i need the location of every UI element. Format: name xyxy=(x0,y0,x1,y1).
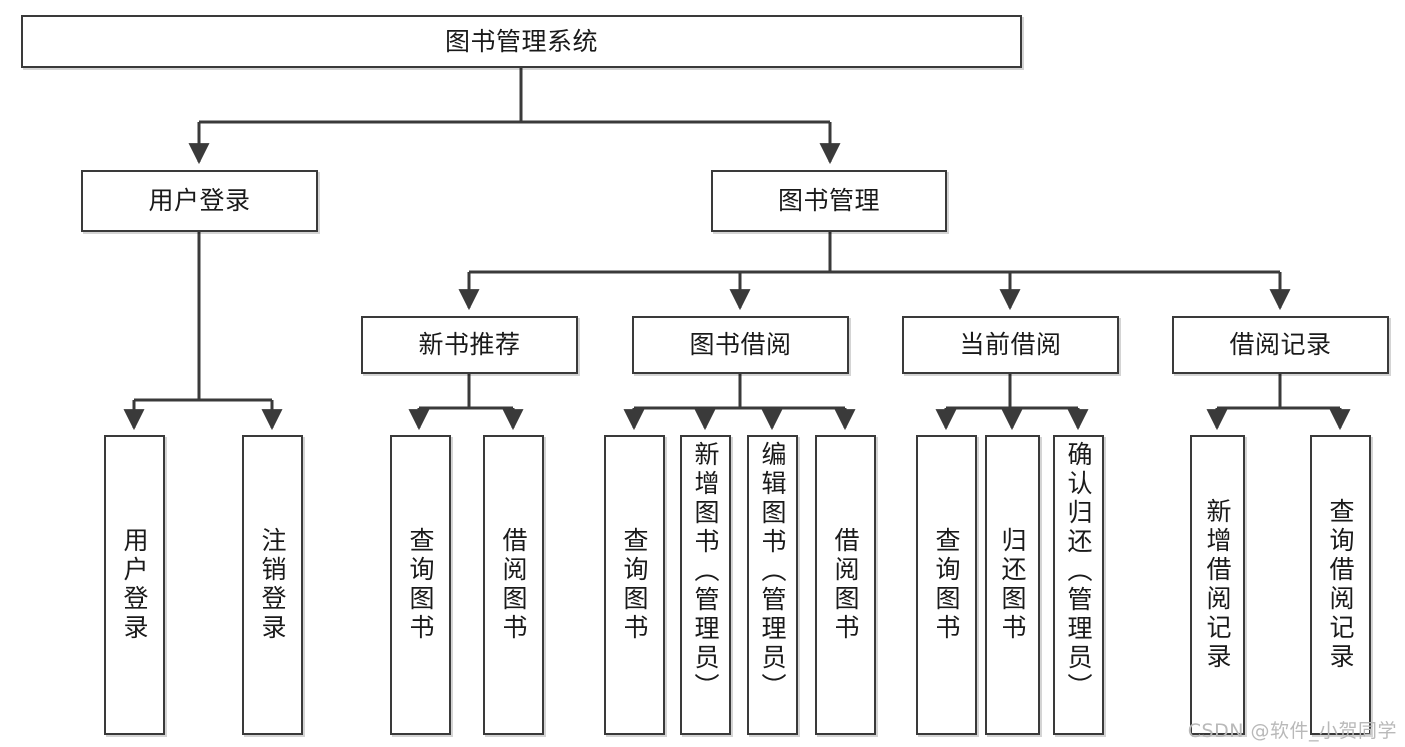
node-leaf-borrow-book-1[interactable]: 借阅图书 xyxy=(483,435,544,735)
node-leaf-logout[interactable]: 注销登录 xyxy=(242,435,303,735)
node-user-login[interactable]: 用户登录 xyxy=(81,170,318,232)
node-new-book-recommend-label: 新书推荐 xyxy=(418,330,521,359)
node-current-borrow[interactable]: 当前借阅 xyxy=(902,316,1119,374)
node-leaf-query-book-3[interactable]: 查询图书 xyxy=(916,435,977,735)
node-borrow-record-label: 借阅记录 xyxy=(1229,330,1332,359)
node-leaf-query-book-2[interactable]: 查询图书 xyxy=(604,435,665,735)
node-root-label: 图书管理系统 xyxy=(444,26,598,56)
node-leaf-confirm-return-label: 确认归还（管理员） xyxy=(1064,441,1093,702)
node-leaf-return-book[interactable]: 归还图书 xyxy=(985,435,1040,735)
node-leaf-user-login[interactable]: 用户登录 xyxy=(104,435,165,735)
node-leaf-add-book-label: 新增图书（管理员） xyxy=(691,441,720,702)
node-borrow-record[interactable]: 借阅记录 xyxy=(1172,316,1389,374)
node-current-borrow-label: 当前借阅 xyxy=(959,330,1062,359)
node-leaf-add-record[interactable]: 新增借阅记录 xyxy=(1190,435,1245,735)
node-leaf-query-book-2-label: 查询图书 xyxy=(620,527,649,643)
node-book-borrow[interactable]: 图书借阅 xyxy=(632,316,849,374)
node-new-book-recommend[interactable]: 新书推荐 xyxy=(361,316,578,374)
node-book-management-label: 图书管理 xyxy=(777,186,880,215)
node-leaf-logout-label: 注销登录 xyxy=(258,527,287,643)
node-leaf-edit-book[interactable]: 编辑图书（管理员） xyxy=(747,435,798,735)
node-leaf-edit-book-label: 编辑图书（管理员） xyxy=(758,441,787,702)
node-leaf-query-book-1[interactable]: 查询图书 xyxy=(390,435,451,735)
node-leaf-add-book[interactable]: 新增图书（管理员） xyxy=(680,435,731,735)
node-leaf-borrow-book-2-label: 借阅图书 xyxy=(831,527,860,643)
node-book-management[interactable]: 图书管理 xyxy=(711,170,947,232)
watermark: CSDN @软件_小贺同学 xyxy=(1187,720,1397,742)
node-leaf-borrow-book-2[interactable]: 借阅图书 xyxy=(815,435,876,735)
node-leaf-return-book-label: 归还图书 xyxy=(998,527,1027,643)
node-leaf-query-book-1-label: 查询图书 xyxy=(406,527,435,643)
node-leaf-query-book-3-label: 查询图书 xyxy=(932,527,961,643)
node-leaf-user-login-label: 用户登录 xyxy=(120,527,149,643)
node-leaf-borrow-book-1-label: 借阅图书 xyxy=(499,527,528,643)
node-root[interactable]: 图书管理系统 xyxy=(21,15,1022,68)
node-book-borrow-label: 图书借阅 xyxy=(689,330,792,359)
node-user-login-label: 用户登录 xyxy=(148,186,251,215)
node-leaf-query-record[interactable]: 查询借阅记录 xyxy=(1310,435,1371,735)
node-leaf-query-record-label: 查询借阅记录 xyxy=(1326,498,1355,672)
node-leaf-add-record-label: 新增借阅记录 xyxy=(1203,498,1232,672)
node-leaf-confirm-return[interactable]: 确认归还（管理员） xyxy=(1053,435,1104,735)
